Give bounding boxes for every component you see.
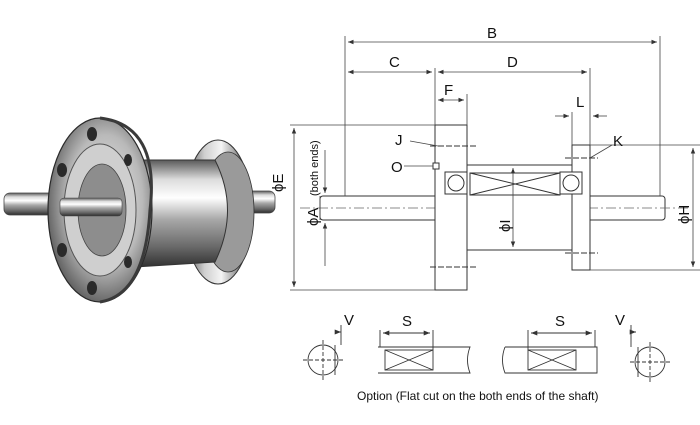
dimension-lines — [290, 36, 700, 291]
option-details — [303, 325, 670, 382]
label-C: C — [389, 54, 400, 71]
label-E: ϕE — [270, 174, 287, 192]
label-A: ϕA — [305, 208, 322, 226]
label-S-left: S — [402, 313, 412, 330]
option-caption: Option (Flat cut on the both ends of the… — [357, 389, 598, 403]
label-A-note: (both ends) — [309, 140, 321, 196]
label-O: O — [391, 159, 403, 176]
product-illustration — [3, 116, 276, 304]
labels: B C D F L J K O ϕE ϕA (both ends) ϕI ϕH … — [270, 25, 693, 403]
label-H: ϕH — [676, 205, 693, 224]
label-D: D — [507, 54, 518, 71]
label-J: J — [395, 132, 403, 149]
label-K: K — [613, 133, 623, 150]
cross-section-drawing — [300, 124, 690, 291]
label-B: B — [487, 25, 497, 42]
label-S-right: S — [555, 313, 565, 330]
label-L: L — [576, 94, 584, 111]
label-V-left: V — [344, 312, 354, 329]
label-F: F — [444, 82, 453, 99]
label-I: ϕI — [497, 219, 514, 232]
label-V-right: V — [615, 312, 625, 329]
